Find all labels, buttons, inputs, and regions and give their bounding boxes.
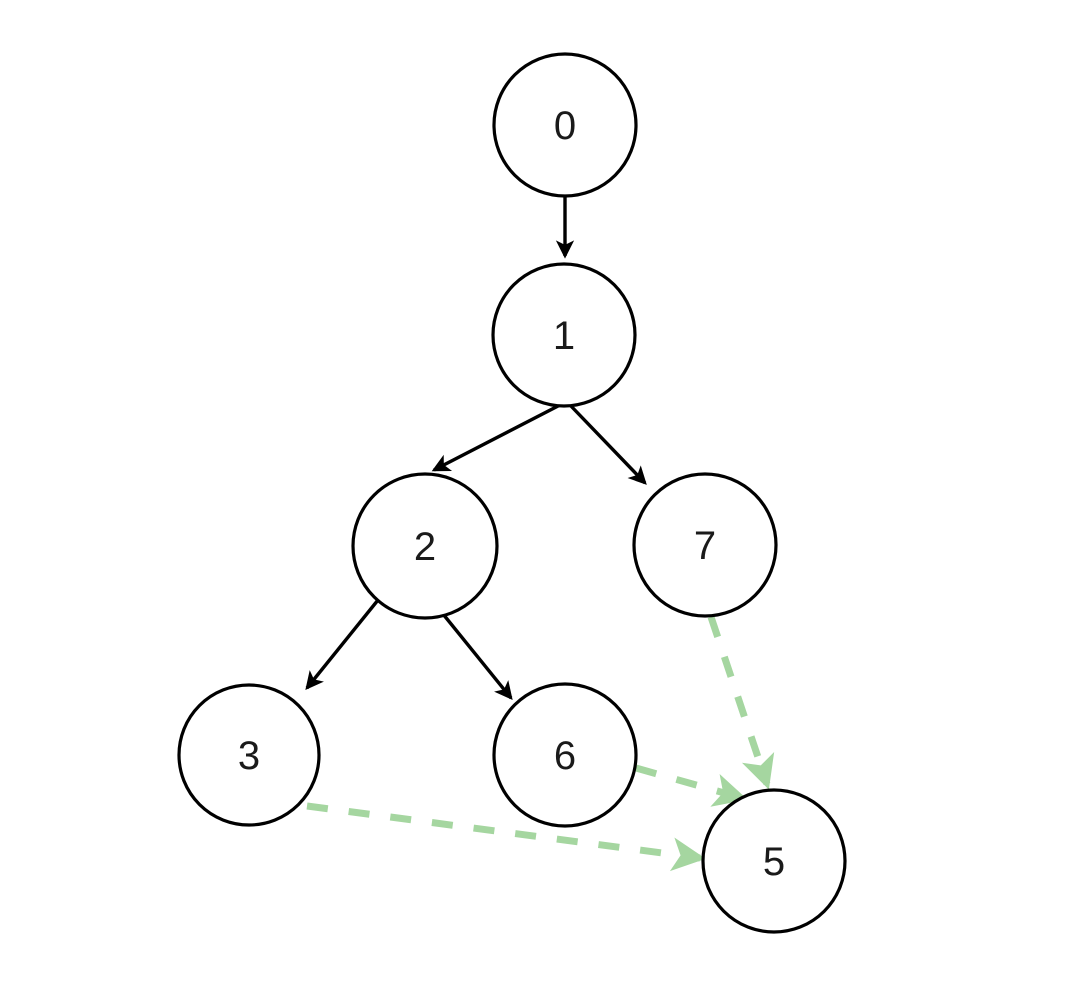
node-label-3: 3 xyxy=(238,734,260,778)
edges-layer xyxy=(305,196,775,872)
node-circle-6[interactable] xyxy=(492,682,638,828)
edge-7-to-5 xyxy=(707,615,775,790)
edge-1-to-7 xyxy=(568,403,647,485)
node-circle-0[interactable] xyxy=(492,52,638,198)
node-3[interactable]: 3 xyxy=(177,683,321,827)
node-label-2: 2 xyxy=(414,525,436,569)
node-label-0: 0 xyxy=(554,104,576,148)
nodes-layer: 0 1 2 7 3 6 5 xyxy=(177,52,847,934)
node-7[interactable]: 7 xyxy=(632,472,778,618)
node-1[interactable]: 1 xyxy=(491,262,637,408)
node-circle-5[interactable] xyxy=(701,788,847,934)
edge-2-to-6 xyxy=(441,612,513,701)
node-circle-3[interactable] xyxy=(177,683,321,827)
node-label-6: 6 xyxy=(554,734,576,778)
node-label-1: 1 xyxy=(553,314,575,358)
node-circle-2[interactable] xyxy=(351,472,499,620)
node-6[interactable]: 6 xyxy=(492,682,638,828)
edge-3-to-5 xyxy=(306,802,706,872)
edge-6-to-5 xyxy=(635,764,748,807)
node-label-7: 7 xyxy=(694,524,716,568)
edge-1-to-2 xyxy=(431,403,561,472)
node-2[interactable]: 2 xyxy=(351,472,499,620)
node-5[interactable]: 5 xyxy=(701,788,847,934)
edge-2-to-3 xyxy=(305,598,380,691)
node-0[interactable]: 0 xyxy=(492,52,638,198)
node-circle-1[interactable] xyxy=(491,262,637,408)
node-label-5: 5 xyxy=(763,840,785,884)
node-circle-7[interactable] xyxy=(632,472,778,618)
